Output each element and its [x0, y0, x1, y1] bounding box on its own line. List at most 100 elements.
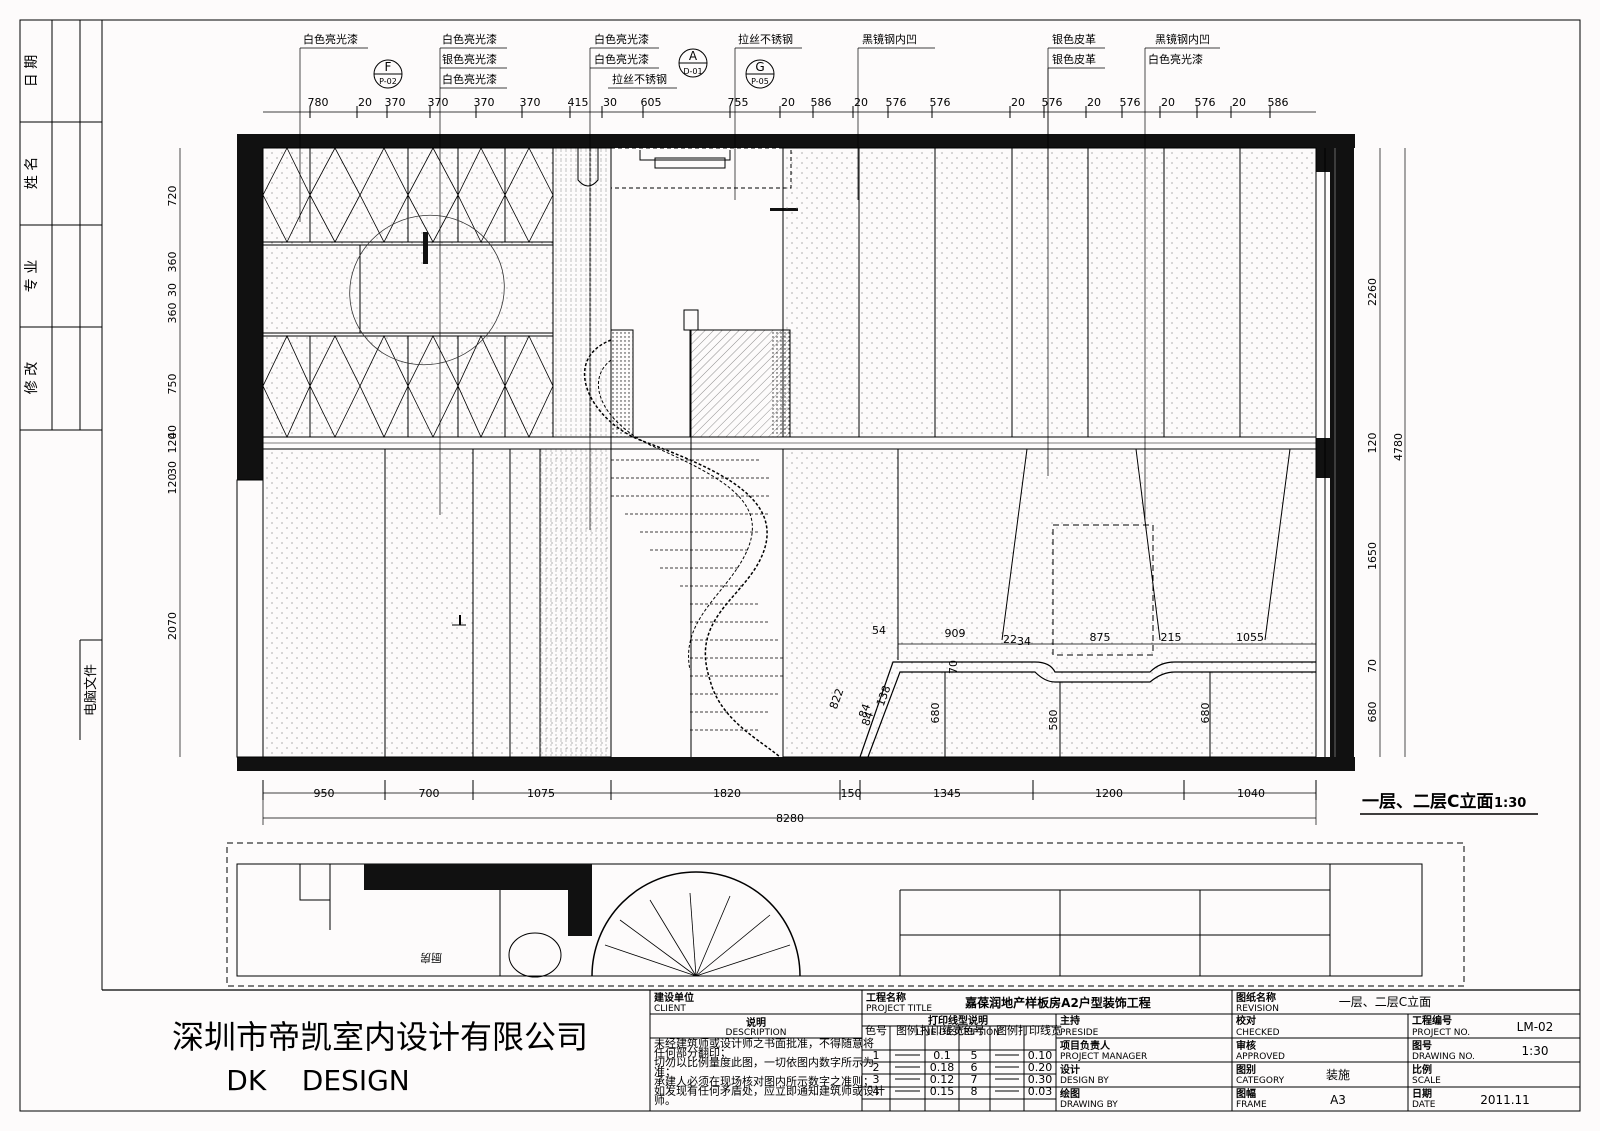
- left-dim-4: 750: [166, 374, 179, 395]
- note-12: 白色亮光漆: [1148, 52, 1203, 66]
- description-text: 未经建筑师或设计师之书面批准，不得随意将任何部分翻印；切勿以比例量度此图，一切依…: [654, 1036, 885, 1107]
- top-dim-1: 20: [358, 96, 372, 109]
- svg-text:P-02: P-02: [379, 77, 397, 86]
- note-10: 银色皮革: [1052, 52, 1096, 66]
- svg-text:绘图: 绘图: [1060, 1087, 1080, 1100]
- line-width: 0.03: [1028, 1085, 1053, 1098]
- svg-text:PROJECT NO.: PROJECT NO.: [1412, 1028, 1470, 1038]
- svg-text:设计: 设计: [1060, 1063, 1080, 1076]
- line-color-no: 5: [971, 1049, 978, 1062]
- left-dim-3: 360: [166, 303, 179, 324]
- counter-dim-7: 680: [929, 703, 942, 724]
- line-color-no: 4: [873, 1085, 880, 1098]
- note-3: 白色亮光漆: [442, 72, 497, 86]
- note-9: 银色皮革: [1052, 32, 1096, 46]
- line-width: 0.20: [1028, 1061, 1053, 1074]
- counter-dim-5: 1055: [1236, 631, 1264, 644]
- bottom-dim-1: 700: [419, 787, 440, 800]
- description-line: 任何部分翻印；: [654, 1046, 731, 1060]
- svg-text:DATE: DATE: [1412, 1100, 1436, 1110]
- svg-text:日期: 日期: [1412, 1087, 1432, 1100]
- callout-G: G P-05: [745, 59, 775, 89]
- note-2: 银色亮光漆: [442, 52, 497, 66]
- note-0: 白色亮光漆: [303, 32, 358, 46]
- counter-dim-0: 909: [945, 627, 966, 640]
- top-dim-10: 20: [781, 96, 795, 109]
- computer-file-label: 电脑文件: [84, 664, 99, 716]
- top-dim-2: 370: [385, 96, 406, 109]
- top-dim-16: 576: [1042, 96, 1063, 109]
- top-dim-0: 780: [308, 96, 329, 109]
- svg-text:DESCRIPTION: DESCRIPTION: [726, 1028, 787, 1038]
- left-dim-6: 120: [166, 433, 179, 454]
- line-width: 0.15: [930, 1085, 955, 1098]
- drawing-no-value: 1:30: [1522, 1044, 1549, 1058]
- top-dim-7: 30: [603, 96, 617, 109]
- svg-text:DESIGN BY: DESIGN BY: [1060, 1076, 1109, 1086]
- right-dim-4: 70: [1366, 659, 1379, 673]
- note-8: 黑镜钢内凹: [862, 32, 917, 46]
- counter-dim-3: 875: [1090, 631, 1111, 644]
- top-dim-19: 20: [1161, 96, 1175, 109]
- side-label-revision: 修 改: [24, 362, 40, 394]
- line-table-header: 打印线宽: [920, 1023, 964, 1037]
- frame-value: A3: [1330, 1093, 1346, 1107]
- counter-dim-2: 34: [1017, 635, 1031, 648]
- svg-text:CLIENT: CLIENT: [654, 1004, 686, 1014]
- svg-text:一层、二层C立面: 一层、二层C立面: [1362, 791, 1493, 812]
- line-table-header: 图例: [896, 1023, 918, 1037]
- top-dim-4: 370: [474, 96, 495, 109]
- drawing-title: 一层、二层C立面 1:30: [1360, 791, 1538, 815]
- svg-text:SCALE: SCALE: [1412, 1076, 1441, 1086]
- svg-text:审核: 审核: [1236, 1039, 1256, 1052]
- top-dim-14: 576: [930, 96, 951, 109]
- top-dim-17: 20: [1087, 96, 1101, 109]
- material-notes: 白色亮光漆 白色亮光漆 银色亮光漆 白色亮光漆 白色亮光漆 白色亮光漆 拉丝不锈…: [299, 32, 1220, 530]
- left-wall: [237, 134, 263, 480]
- svg-text:REVISION: REVISION: [1236, 1004, 1279, 1014]
- svg-text:DRAWING NO.: DRAWING NO.: [1412, 1052, 1475, 1062]
- line-color-no: 3: [873, 1073, 880, 1086]
- ceiling-slab: [237, 134, 1355, 148]
- line-table-header: 打印线宽: [1018, 1023, 1062, 1037]
- svg-text:PROJECT MANAGER: PROJECT MANAGER: [1060, 1052, 1147, 1062]
- right-dim-1: 4780: [1392, 433, 1405, 461]
- description-line: 承建人必须在现场核对图内所示数字之准则；: [654, 1074, 874, 1088]
- line-width: 0.30: [1028, 1073, 1053, 1086]
- title-block: 深圳市帝凯室内设计有限公司 DK DESIGN 建设单位 CLIENT 说明 D…: [102, 989, 1580, 1111]
- stair-dim-0: 54: [872, 624, 886, 637]
- revision-value: 一层、二层C立面: [1339, 994, 1431, 1009]
- project-no-value: LM-02: [1517, 1020, 1554, 1034]
- svg-text:建设单位: 建设单位: [653, 991, 694, 1004]
- svg-text:F: F: [385, 60, 392, 74]
- project-name: 嘉葆润地产样板房A2户型装饰工程: [964, 995, 1151, 1010]
- left-dim-2: 30: [166, 283, 179, 297]
- bottom-dim-6: 1200: [1095, 787, 1123, 800]
- line-table-header: 色号: [963, 1023, 985, 1037]
- top-dim-8: 605: [641, 96, 662, 109]
- svg-text:CHECKED: CHECKED: [1236, 1028, 1280, 1038]
- stair-dim-2: 84: [856, 702, 873, 720]
- svg-text:APPROVED: APPROVED: [1236, 1052, 1285, 1062]
- side-label-date: 日 期: [24, 55, 40, 87]
- company-name-cn: 深圳市帝凯室内设计有限公司: [172, 1018, 588, 1056]
- svg-text:工程名称: 工程名称: [866, 991, 906, 1004]
- line-width: 0.18: [930, 1061, 955, 1074]
- left-dim-1: 360: [166, 252, 179, 273]
- svg-text:图纸名称: 图纸名称: [1236, 991, 1276, 1004]
- counter-dim-9: 680: [1199, 703, 1212, 724]
- top-dim-21: 20: [1232, 96, 1246, 109]
- top-dim-18: 576: [1120, 96, 1141, 109]
- svg-text:图别: 图别: [1236, 1063, 1256, 1076]
- top-dim-22: 586: [1268, 96, 1289, 109]
- right-dim-0: 2260: [1366, 278, 1379, 306]
- line-table-header: 图例: [996, 1023, 1018, 1037]
